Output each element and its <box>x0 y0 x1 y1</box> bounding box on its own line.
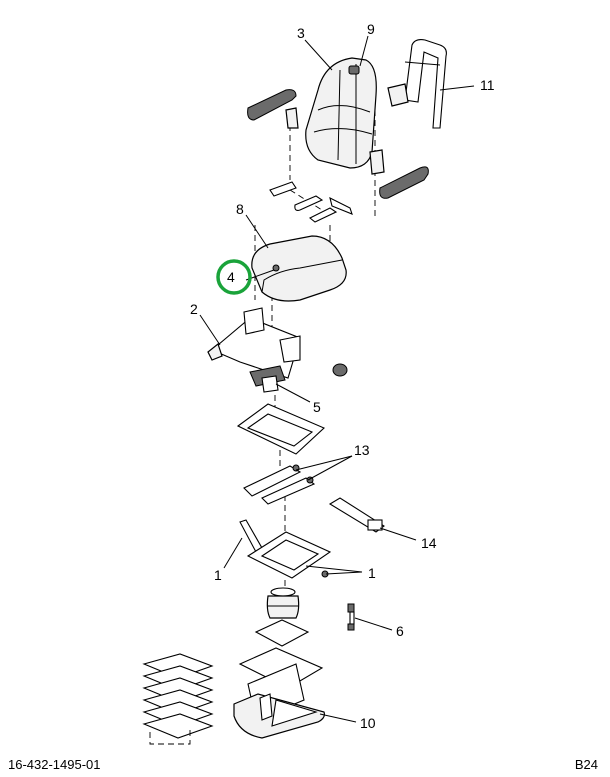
slide-rails-part-13 <box>243 464 316 505</box>
callout-9: 9 <box>367 21 375 37</box>
upper-plate <box>236 403 325 455</box>
callout-5: 5 <box>313 399 321 415</box>
armrest-left <box>247 89 299 129</box>
callout-6: 6 <box>396 623 404 639</box>
cushion-fastener-part-4 <box>272 264 280 272</box>
callout-10: 10 <box>360 715 376 731</box>
back-frame-part-11 <box>387 39 447 129</box>
knob <box>332 363 348 377</box>
callout-3: 3 <box>297 25 305 41</box>
callout-13: 13 <box>354 442 370 458</box>
leader-lines <box>199 35 475 723</box>
lower-mid-plate <box>254 619 310 647</box>
callout-11: 11 <box>480 77 495 93</box>
callout-numbers: 3 9 11 8 4 2 5 13 14 1 1 6 10 <box>190 21 495 731</box>
seat-cushion-part-8 <box>251 235 347 302</box>
callout-14: 14 <box>421 535 437 551</box>
link-part-6 <box>347 603 355 631</box>
callout-1-right: 1 <box>368 565 376 581</box>
adjust-knob-part-9 <box>348 65 360 75</box>
base-assembly-part-10 <box>233 647 325 739</box>
seat-back-part-3 <box>305 57 377 169</box>
callout-2: 2 <box>190 301 198 317</box>
lever-part-5 <box>249 365 286 393</box>
back-mount-brackets <box>269 181 353 223</box>
bracket-part-14 <box>328 497 385 533</box>
highlight-ring <box>216 259 252 295</box>
callout-1-left: 1 <box>214 567 222 583</box>
seat-slide-part-2 <box>207 307 348 379</box>
callout-8: 8 <box>236 201 244 217</box>
stacked-shims <box>142 653 214 745</box>
page-reference: B24 <box>574 757 598 772</box>
air-spring <box>266 587 300 619</box>
drawing-number: 16-432-1495-01 <box>8 757 101 772</box>
armrest-right <box>369 149 429 199</box>
callout-4: 4 <box>227 269 235 285</box>
